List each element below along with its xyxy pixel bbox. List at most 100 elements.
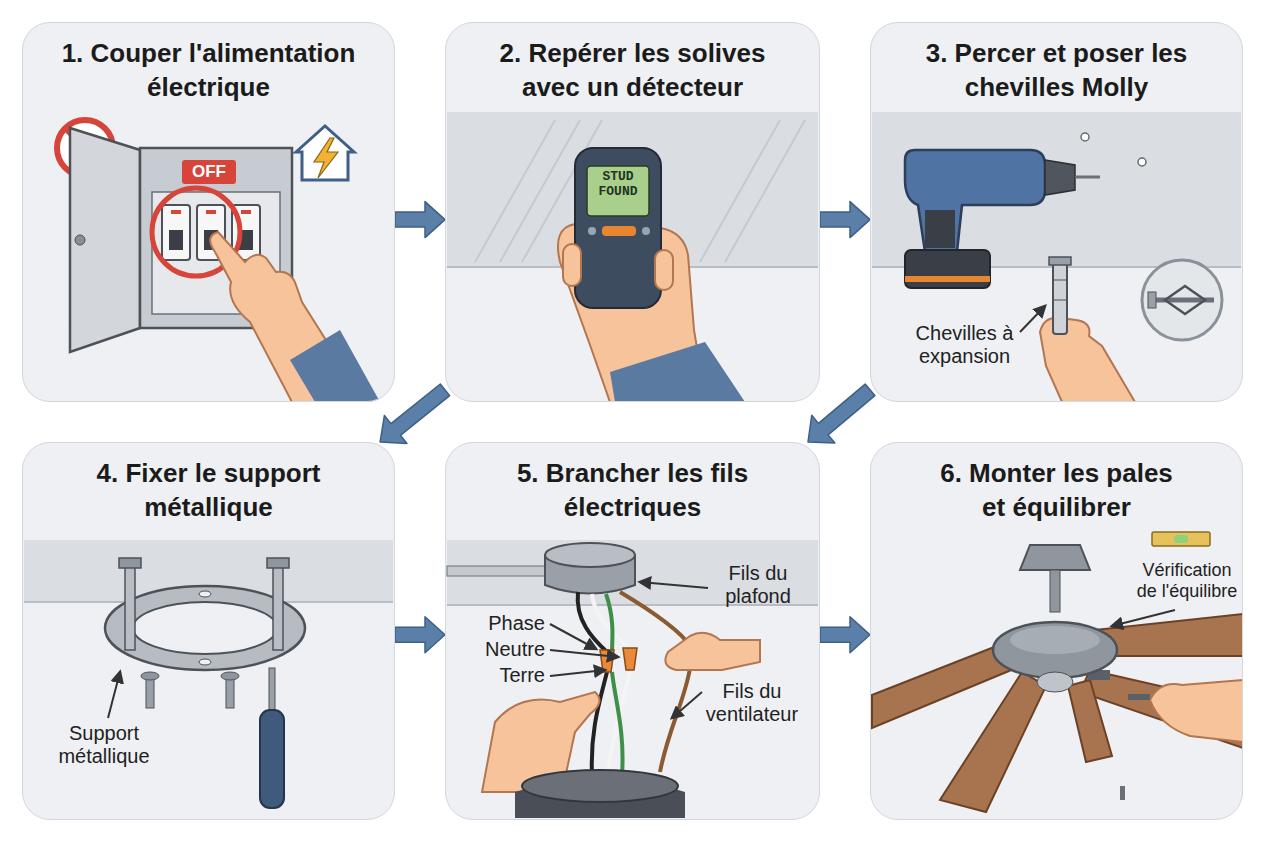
fan-scene	[1037, 672, 1073, 692]
wiring-scene	[640, 582, 708, 588]
drill-anchor-scene	[872, 112, 1241, 267]
step-title: 3. Percer et poser les chevilles Molly	[887, 23, 1227, 105]
fan-scene	[1174, 535, 1188, 543]
fan-scene	[1128, 694, 1150, 700]
status-tag: OFF	[182, 160, 236, 184]
screen-readout: STUD FOUND	[588, 170, 648, 200]
wiring-scene	[592, 672, 607, 775]
stud-finder-scene	[575, 148, 661, 308]
stud-finder-scene	[725, 120, 805, 262]
wiring-scene	[545, 543, 635, 567]
fan-scene	[1150, 680, 1243, 742]
panel-ground	[22, 22, 1243, 820]
stud-finder-scene	[655, 250, 673, 290]
drill-anchor-scene	[905, 150, 1045, 252]
breaker-panel-scene	[171, 210, 181, 214]
drill-anchor-scene	[1020, 306, 1045, 332]
breaker-panel-scene	[169, 230, 183, 250]
wiring-scene	[550, 582, 708, 718]
step-panel: 6. Monter les pales et équilibrer	[870, 442, 1243, 820]
drill-anchor-scene	[1165, 286, 1205, 314]
wiring-scene	[608, 670, 630, 775]
panel-ground	[22, 22, 395, 402]
callout-label: Fils du ventilateur	[696, 680, 808, 726]
wiring-scene	[672, 692, 702, 718]
wiring-scene	[578, 592, 690, 775]
callout-label: Support métallique	[45, 722, 163, 768]
stud-finder-scene	[610, 342, 745, 402]
wiring-scene	[620, 592, 690, 646]
flow-arrow	[380, 384, 450, 444]
fan-scene	[940, 672, 1046, 812]
drill-anchor-scene	[1142, 260, 1222, 340]
breaker-panel-scene	[75, 235, 85, 245]
fan-scene	[993, 622, 1117, 678]
flow-arrow	[820, 617, 870, 653]
step-title: 4. Fixer le support métallique	[59, 443, 359, 525]
flow-arrow	[808, 384, 875, 443]
drill-anchor-scene	[1148, 292, 1156, 308]
bracket-scene	[108, 672, 120, 718]
breaker-panel-scene	[57, 120, 380, 402]
step-title: 1. Couper l'alimentation électrique	[34, 23, 384, 105]
callout-label: Phase	[465, 612, 545, 635]
wiring-scene	[550, 650, 618, 657]
wiring-scene	[600, 650, 614, 672]
wiring-scene	[447, 540, 818, 818]
step-title: 5. Brancher les fils électriques	[483, 443, 783, 525]
callout-label: Terre	[465, 664, 545, 687]
drill-anchor-scene	[1081, 133, 1089, 141]
panel-ground	[22, 442, 395, 820]
stud-finder-scene	[588, 227, 596, 235]
bracket-scene	[199, 659, 211, 665]
bracket-scene	[273, 565, 283, 650]
breaker-panel-scene	[290, 330, 380, 402]
bracket-scene	[125, 565, 135, 650]
bracket-scene	[146, 676, 154, 708]
bracket-scene	[267, 558, 289, 568]
step-panel: 1. Couper l'alimentation électrique	[22, 22, 395, 402]
bracket-scene	[119, 558, 141, 568]
fan-scene	[1068, 680, 1112, 762]
step-panel: 2. Repérer les solives avec un détecteur	[445, 22, 820, 402]
fan-scene	[872, 532, 1243, 812]
fan-scene	[872, 614, 1243, 812]
stud-finder-scene	[447, 112, 818, 402]
bracket-scene	[24, 540, 393, 808]
breaker-panel-scene	[206, 210, 216, 214]
fan-scene	[1050, 570, 1060, 612]
callout-label: Neutre	[465, 638, 545, 661]
drill-anchor-scene	[1053, 262, 1067, 334]
stud-finder-scene	[475, 120, 555, 262]
drill-anchor-scene	[1138, 158, 1146, 166]
wiring-scene	[665, 633, 760, 670]
panel-ground	[445, 442, 820, 820]
fan-scene	[1112, 610, 1175, 626]
drill-anchor-scene	[905, 276, 990, 282]
wiring-scene	[522, 770, 678, 802]
callout-label: Fils du plafond	[708, 562, 808, 608]
stud-finder-scene	[587, 166, 649, 216]
flow-arrow	[395, 617, 445, 653]
stud-finder-scene	[700, 120, 780, 262]
wiring-scene	[623, 648, 637, 670]
bracket-scene	[24, 540, 393, 602]
stud-finder-scene	[642, 227, 650, 235]
bracket-scene	[269, 668, 275, 712]
bracket-scene	[260, 710, 284, 808]
fan-scene	[1152, 532, 1210, 546]
breaker-panel-scene	[241, 210, 251, 214]
bracket-scene	[199, 591, 211, 597]
stud-finder-scene	[563, 244, 581, 286]
breaker-panel-scene	[70, 128, 140, 352]
wiring-scene	[606, 594, 612, 652]
fan-scene	[1120, 786, 1125, 800]
wiring-scene	[447, 566, 547, 576]
bracket-scene	[141, 672, 159, 680]
wiring-scene	[550, 670, 605, 676]
callout-label: Vérification de l'équilibre	[1132, 560, 1242, 601]
wiring-scene	[612, 672, 623, 775]
panel-ground	[445, 22, 820, 402]
